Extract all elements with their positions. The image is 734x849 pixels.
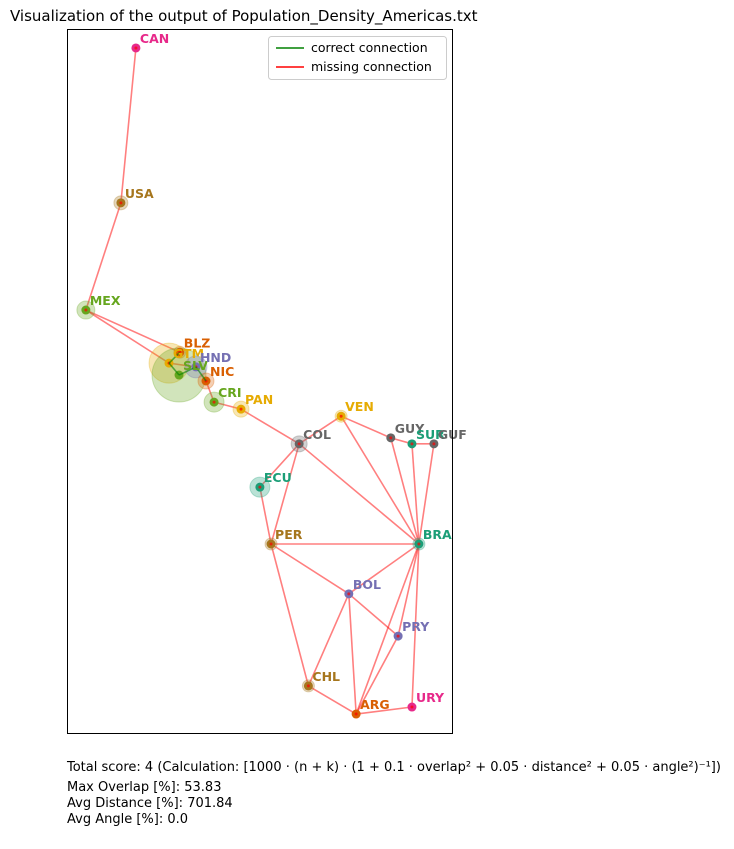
node-label-VEN: VEN xyxy=(345,399,374,414)
missing-edge-GTM-HND xyxy=(168,362,197,368)
node-label-BLZ: BLZ xyxy=(184,335,211,350)
missing-edge-PER-BOL xyxy=(270,543,350,595)
node-endpoint-PRY xyxy=(396,634,400,638)
missing-edge-BOL-CHL xyxy=(307,593,350,687)
node-label-SUR: SUR xyxy=(416,427,445,442)
missing-edge-ARG-BRA xyxy=(355,543,420,715)
missing-edge-CHL-ARG xyxy=(307,685,357,715)
missing-edge-BOL-PRY xyxy=(348,593,399,637)
missing-edge-GUF-BRA xyxy=(418,443,435,545)
node-endpoint-CHL xyxy=(306,684,310,688)
missing-edge-USA-MEX xyxy=(85,202,122,311)
missing-edge-PRY-ARG xyxy=(355,635,399,715)
node-label-USA: USA xyxy=(125,186,154,201)
correct-edge-SLV-HND xyxy=(178,366,197,376)
missing-edge-PER-CHL xyxy=(270,543,310,687)
node-endpoint-COL xyxy=(297,442,301,446)
node-label-GUY: GUY xyxy=(395,421,425,436)
node-endpoint-PER xyxy=(269,542,273,546)
missing-edge-BOL-BRA xyxy=(348,543,420,595)
missing-edge-URY-ARG xyxy=(356,706,413,715)
node-endpoint-SUR xyxy=(410,442,414,446)
node-endpoint-VEN xyxy=(339,414,343,418)
node-endpoint-MEX xyxy=(84,308,88,312)
node-label-CAN: CAN xyxy=(140,31,169,46)
max-overlap-text: Max Overlap [%]: 53.83 xyxy=(67,780,222,795)
node-label-URY: URY xyxy=(416,690,445,705)
missing-edge-GUY-BRA xyxy=(390,437,420,545)
missing-edge-URY-BRA xyxy=(411,543,420,708)
missing-edge-PRY-BRA xyxy=(397,543,420,637)
missing-edge-BOL-ARG xyxy=(348,593,357,715)
node-label-PER: PER xyxy=(275,527,303,542)
node-endpoint-GUY xyxy=(389,436,393,440)
node-label-BOL: BOL xyxy=(353,577,381,592)
node-label-ECU: ECU xyxy=(264,470,292,485)
node-label-NIC: NIC xyxy=(210,364,234,379)
avg-angle-text: Avg Angle [%]: 0.0 xyxy=(67,812,189,827)
correct-edge-HND-NIC xyxy=(195,366,207,382)
node-label-CHL: CHL xyxy=(312,669,340,684)
missing-edge-COL-VEN xyxy=(298,415,342,445)
node-label-PRY: PRY xyxy=(402,619,430,634)
missing-edge-SUR-BRA xyxy=(411,443,420,545)
node-label-PAN: PAN xyxy=(245,392,273,407)
node-label-HND: HND xyxy=(200,350,231,365)
node-endpoint-BRA xyxy=(417,542,421,546)
missing-edge-VEN-GUY xyxy=(340,415,392,439)
node-label-COL: COL xyxy=(303,427,331,442)
avg-distance-text: Avg Distance [%]: 701.84 xyxy=(67,796,233,811)
missing-edge-CRI-PAN xyxy=(213,401,242,410)
node-label-CRI: CRI xyxy=(218,385,241,400)
node-endpoint-GUF xyxy=(432,442,436,446)
node-endpoint-CAN xyxy=(134,46,138,50)
node-endpoint-PAN xyxy=(239,407,243,411)
missing-edge-PAN-COL xyxy=(240,408,300,445)
node-label-GTM: GTM xyxy=(173,346,204,361)
legend-label-missing: missing connection xyxy=(311,59,432,74)
missing-edge-COL-PER xyxy=(270,443,300,545)
legend-box xyxy=(268,36,447,80)
node-endpoint-URY xyxy=(410,705,414,709)
chart-title: Visualization of the output of Populatio… xyxy=(10,7,478,25)
correct-edge-GTM-SLV xyxy=(168,362,180,376)
missing-edge-CAN-USA xyxy=(120,47,137,203)
legend: correct connection missing connection xyxy=(268,36,447,80)
total-score-text: Total score: 4 (Calculation: [1000 · (n … xyxy=(67,760,721,775)
node-endpoint-BOL xyxy=(347,592,351,596)
node-label-BRA: BRA xyxy=(423,527,452,542)
axes-frame xyxy=(67,29,453,734)
legend-label-correct: correct connection xyxy=(311,40,428,55)
missing-edge-MEX-BLZ xyxy=(85,309,181,354)
correct-edge-GTM-BLZ xyxy=(168,351,181,364)
missing-edge-MEX-GTM xyxy=(85,309,170,364)
node-endpoint-ECU xyxy=(258,485,262,489)
node-endpoint-ARG xyxy=(354,712,358,716)
node-label-MEX: MEX xyxy=(90,293,121,308)
node-endpoint-USA xyxy=(119,201,123,205)
missing-edge-VEN-BRA xyxy=(340,415,420,545)
node-label-SLV: SLV xyxy=(183,358,208,373)
missing-edge-COL-BRA xyxy=(298,443,420,545)
node-endpoint-CRI xyxy=(212,400,216,404)
node-label-ARG: ARG xyxy=(360,697,390,712)
missing-edge-COL-ECU xyxy=(259,443,300,488)
missing-edge-ECU-PER xyxy=(259,486,272,545)
